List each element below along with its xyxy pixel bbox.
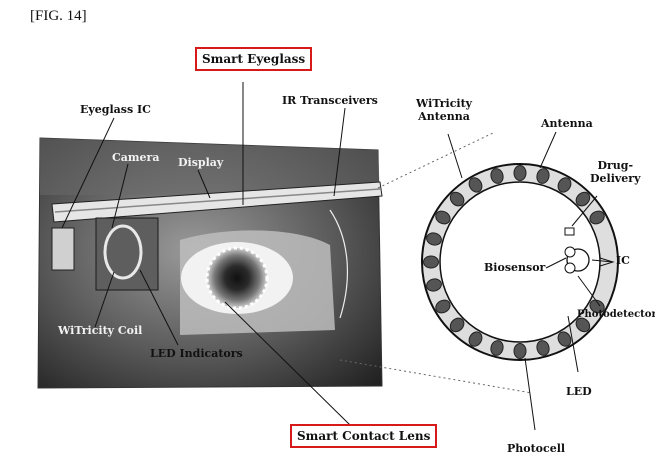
ic-label: IC	[616, 254, 630, 267]
witricity-coil-ring	[103, 224, 143, 280]
photocell	[435, 299, 451, 314]
led-indicators-label: LED Indicators	[150, 347, 243, 360]
eyeglass-photo	[37, 137, 383, 389]
photocell	[589, 210, 605, 225]
antenna-label: Antenna	[541, 117, 593, 130]
display-label: Display	[178, 156, 224, 169]
zoom-connectors	[339, 131, 533, 394]
photocell	[557, 331, 572, 347]
drug-delivery-reservoir	[564, 227, 575, 236]
photocell	[426, 232, 442, 246]
biosensor-element	[564, 246, 576, 258]
photocell	[490, 340, 504, 356]
smart-contact-lens-label: Smart Contact Lens	[297, 429, 431, 443]
photocell	[468, 177, 483, 193]
biosensor-label: Biosensor	[484, 261, 546, 274]
drug-delivery-line1: Drug-	[597, 159, 634, 172]
smart-eyeglass-label: Smart Eyeglass	[202, 52, 306, 66]
photocell	[536, 168, 550, 184]
photocell-ring	[423, 165, 605, 359]
eyeglass-frame	[51, 181, 383, 223]
photocell	[423, 255, 439, 269]
photocell	[589, 299, 605, 314]
lens-leader-lines	[447, 131, 614, 431]
witricity-antenna-line2: Antenna	[418, 109, 470, 123]
eyeglass-ic-label: Eyeglass IC	[80, 103, 151, 116]
photocell	[575, 191, 591, 207]
photocell	[513, 165, 527, 181]
smart-eyeglass-highlight: Smart Eyeglass	[195, 47, 313, 71]
ir-transceivers-label: IR Transceivers	[282, 94, 378, 107]
eyeglass-ic-module	[51, 227, 75, 271]
witricity-antenna-line1: WiTricity	[416, 97, 473, 110]
photocell	[468, 331, 483, 347]
photocell	[435, 210, 451, 225]
witricity-antenna-label: WiTricity Antenna	[416, 97, 473, 123]
photodetector-element	[564, 262, 576, 274]
photocell	[490, 168, 504, 184]
photocell-label: Photocell	[507, 442, 566, 455]
photocell	[557, 177, 572, 193]
lens-diagram	[421, 163, 619, 361]
ic-arrow	[599, 257, 615, 267]
photocell	[449, 317, 465, 333]
photocell	[536, 340, 550, 356]
photocell	[449, 191, 465, 207]
witricity-coil-label: WiTricity Coil	[58, 324, 143, 337]
drug-delivery-label: Drug- Delivery	[590, 159, 641, 185]
smart-contact-lens-eye	[181, 242, 293, 314]
photocell	[575, 317, 591, 333]
camera-label: Camera	[112, 151, 160, 164]
photocell	[426, 278, 442, 292]
led-label: LED	[566, 385, 592, 398]
photo-leader-lines	[61, 82, 351, 426]
lens-inner-area	[439, 181, 601, 343]
photocell	[513, 343, 527, 359]
photodetector-label: Photodetector	[577, 309, 655, 320]
drug-delivery-line2: Delivery	[590, 171, 641, 185]
smart-contact-lens-highlight: Smart Contact Lens	[290, 424, 438, 448]
figure-label: [FIG. 14]	[30, 8, 87, 24]
